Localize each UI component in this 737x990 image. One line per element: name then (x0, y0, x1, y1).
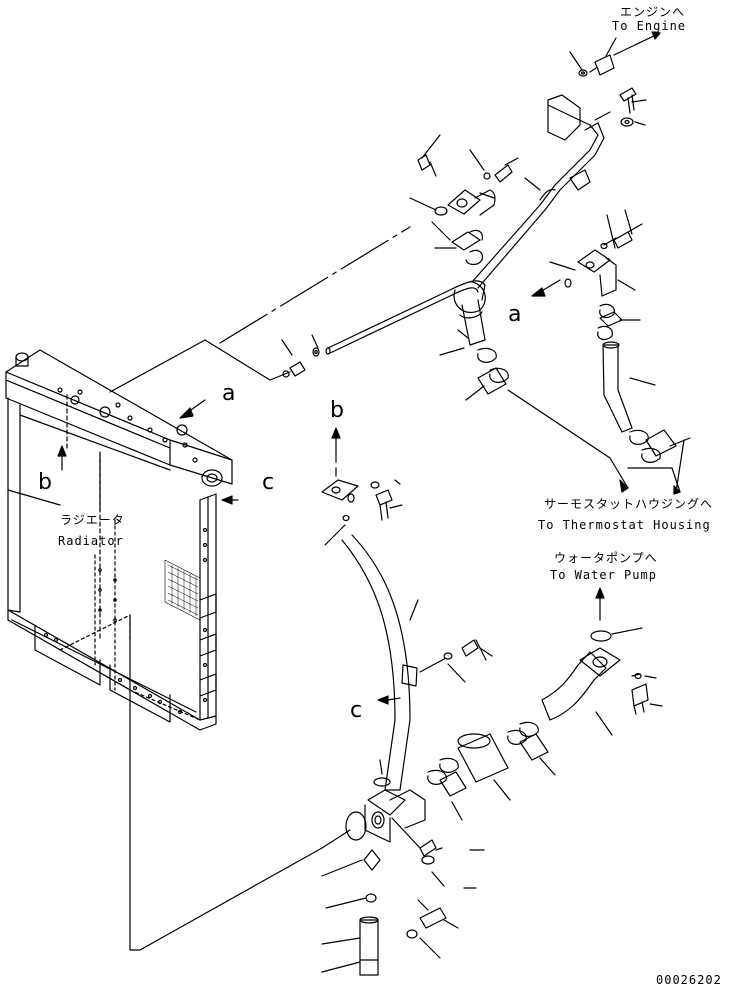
water-pump-label-jp: ウォータポンプへ (554, 551, 658, 565)
radiator-label-en: Radiator (58, 534, 124, 548)
thermostat-housing-clamps (439, 329, 685, 495)
view-marker-b-pipe: b (330, 398, 344, 423)
lower-right-hose-assembly (531, 209, 691, 463)
lower-pipe-assembly (57, 399, 663, 976)
view-marker-c-radiator: c (262, 470, 275, 495)
radiator-label-jp: ラジエータ (60, 513, 125, 527)
radiator-assembly (5, 349, 233, 731)
view-marker-c-pipe: c (350, 698, 363, 723)
water-pump-label-en: To Water Pump (550, 568, 657, 582)
view-marker-b-radiator: b (38, 470, 52, 495)
thermostat-elbow-upper (409, 134, 519, 266)
to-engine-label-en: To Engine (612, 19, 687, 33)
figure-number: 00026202 (656, 973, 722, 987)
upper-bypass-pipe (325, 31, 661, 355)
thermostat-label-jp: サーモスタットハウジングへ (544, 497, 714, 511)
view-marker-a-radiator: a (222, 381, 236, 406)
to-engine-label-jp: エンジンへ (620, 5, 686, 19)
thermostat-label-en: To Thermostat Housing (538, 518, 711, 532)
radiator-pipe-connection (109, 226, 411, 393)
view-marker-a-upper: a (508, 302, 522, 327)
